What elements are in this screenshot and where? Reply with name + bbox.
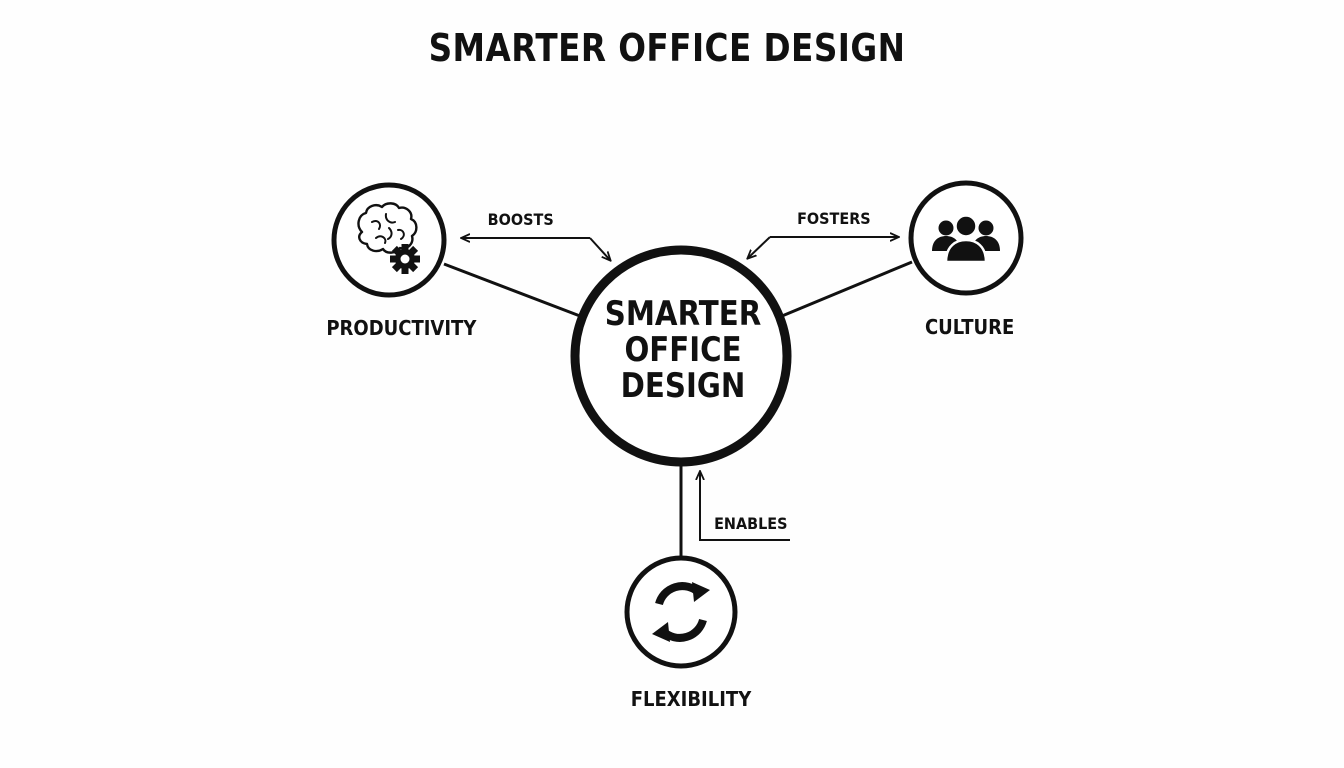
culture-label: CULTURE [924, 315, 1015, 339]
flexibility-node [624, 555, 738, 669]
boosts-arrow [462, 238, 610, 260]
enables-arrow [700, 472, 790, 541]
connector-culture [781, 260, 913, 318]
center-node-text: SMARTER OFFICE DESIGN [593, 296, 774, 404]
fosters-label: FOSTERS [797, 209, 871, 228]
people-group-icon [932, 214, 1000, 264]
boosts-label: BOOSTS [487, 210, 554, 229]
productivity-label: PRODUCTIVITY [326, 316, 477, 340]
fosters-arrow [748, 237, 898, 258]
center-line-1: SMARTER [604, 294, 762, 334]
refresh-cycle-icon [652, 582, 710, 642]
center-circle [570, 245, 792, 467]
center-line-3: DESIGN [620, 366, 746, 406]
enables-label: ENABLES [714, 514, 788, 533]
page-title: SMARTER OFFICE DESIGN [428, 26, 906, 70]
connector-productivity [443, 262, 581, 318]
brain-gear-icon [357, 202, 420, 274]
culture-node [908, 180, 1024, 296]
flexibility-label: FLEXIBILITY [630, 687, 752, 711]
center-line-2: OFFICE [624, 330, 742, 370]
productivity-node [331, 182, 447, 298]
